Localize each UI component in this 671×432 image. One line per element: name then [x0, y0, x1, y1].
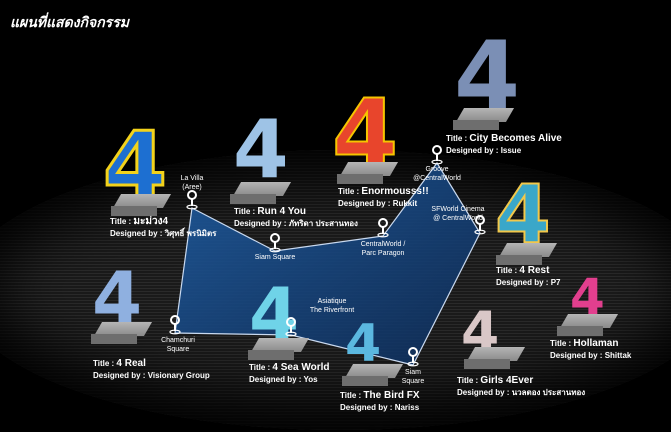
sculpture-label: Title : Girls 4Ever Designed by : นวลตอง… [457, 375, 586, 397]
location-name: Siam Square [254, 254, 296, 261]
location-sub: @ CentralWorld [433, 215, 483, 222]
pedestal [464, 359, 510, 369]
sculpture-4-icon: 4 [494, 168, 552, 261]
location-pin-icon[interactable] [186, 190, 202, 214]
location-name: Groove [425, 166, 449, 173]
route-area [174, 161, 481, 366]
location-label: Siam Square [235, 253, 315, 262]
sculpture-4-icon: 4 [570, 268, 605, 326]
pedestal [496, 255, 542, 265]
pedestal [111, 206, 157, 216]
location-sub: @CentralWorld [413, 175, 461, 182]
pedestal [248, 350, 294, 360]
location-pin-icon[interactable] [431, 145, 447, 169]
sculpture-label: Title : 4 Sea World Designed by : Yos [249, 362, 330, 384]
location-sub: The Riverfront [309, 307, 355, 314]
location-pin-icon[interactable] [169, 315, 185, 339]
location-name: Chamchuri [161, 337, 195, 344]
location-name: CentralWorld / [360, 241, 406, 248]
sculpture-label: Title : City Becomes Alive Designed by :… [446, 133, 562, 155]
pedestal [230, 194, 276, 204]
sculpture-label: Title : Run 4 You Designed by : ภัทริดา … [234, 206, 358, 228]
sculpture-label: Title : 4 Rest Designed by : P7 [496, 265, 561, 287]
location-sub: (Aree) [182, 184, 202, 191]
sculpture-4-icon: 4 [233, 103, 289, 196]
sculpture-label: Title : Enormousss!! Designed by : Rukki… [338, 186, 429, 208]
location-label: SFWorld Cinema @ CentralWorld [418, 205, 498, 223]
pedestal [453, 120, 499, 130]
location-sub: Square [166, 346, 190, 353]
location-name: Asiatique [317, 298, 347, 305]
location-pin-icon[interactable] [474, 215, 490, 239]
location-sub: Square [401, 378, 425, 385]
location-label: Groove @CentralWorld [397, 165, 477, 183]
pedestal [337, 174, 383, 184]
location-label: CentralWorld / Parc Paragon [343, 240, 423, 258]
location-name: La Villa [180, 175, 204, 182]
pedestal [557, 326, 603, 336]
location-name: Siam [405, 369, 421, 376]
sculpture-label: Title : มะม่วง4 Designed by : วิศุทธิ์ พ… [110, 216, 217, 238]
pedestal [342, 376, 388, 386]
location-pin-icon[interactable] [377, 218, 393, 242]
pedestal [91, 334, 137, 344]
sculpture-label: Title : 4 Real Designed by : Visionary G… [93, 358, 210, 380]
location-label: La Villa (Aree) [152, 174, 232, 192]
sculpture-label: Title : Hollaman Designed by : Shittak [550, 338, 632, 360]
location-pin-icon[interactable] [269, 233, 285, 257]
sculpture-label: Title : The Bird FX Designed by : Nariss [340, 390, 420, 412]
sculpture-4-icon: 4 [345, 314, 382, 374]
location-name: SFWorld Cinema [431, 206, 485, 213]
location-pin-icon[interactable] [285, 317, 301, 341]
page-title: แผนที่แสดงกิจกรรม [10, 15, 129, 31]
location-pin-icon[interactable] [407, 347, 423, 371]
location-sub: Parc Paragon [361, 250, 405, 257]
